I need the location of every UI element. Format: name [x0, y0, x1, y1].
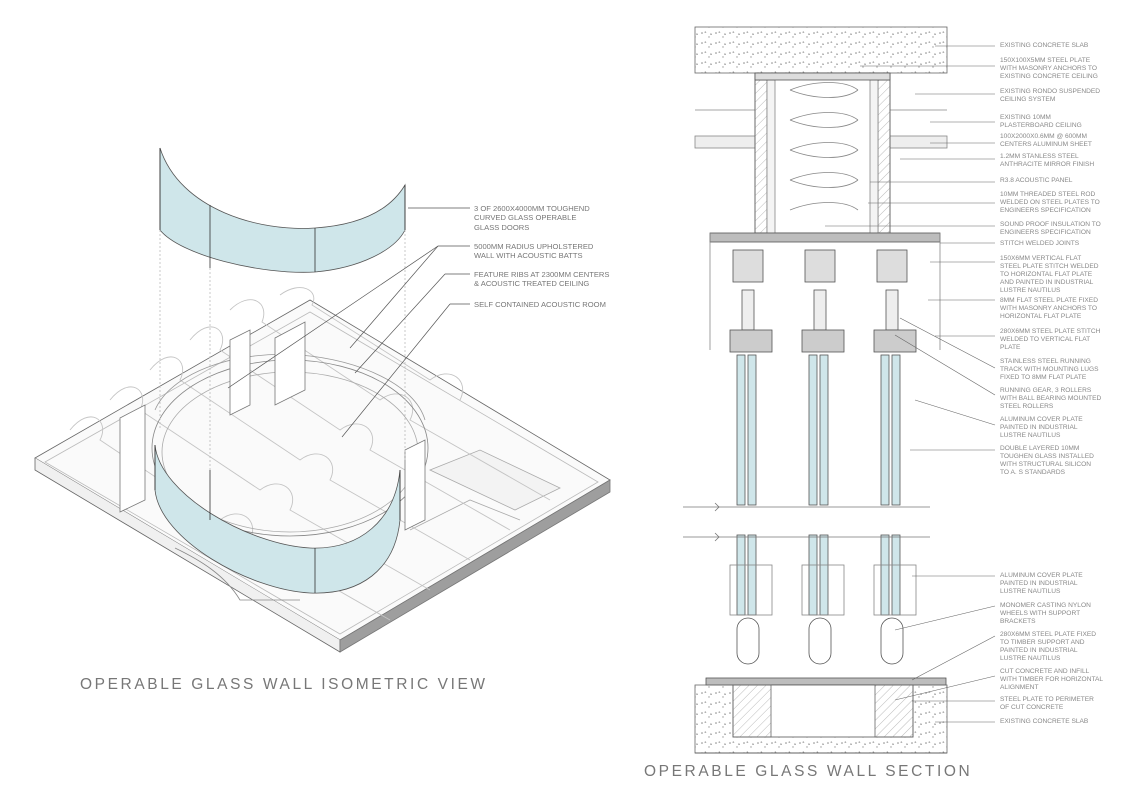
sec-note-stitch-welded: STITCH WELDED JOINTS [1000, 240, 1080, 247]
sec-note-sound-insulation: SOUND PROOF INSULATION TO ENGINEERS SPEC… [1000, 221, 1101, 236]
sec-note-running-gear: RUNNING GEAR, 3 ROLLERS WITH BALL BEARIN… [1000, 387, 1102, 410]
sec-ceiling [694, 109, 948, 149]
iso-note-feature-ribs: FEATURE RIBS AT 2300mm CENTERS & ACOUSTI… [474, 270, 610, 289]
sec-note-double-glass: DOUBLE LAYERED 10mm TOUGHEN GLASS INSTAL… [1000, 445, 1094, 476]
sec-note-vertical-plate: 150x6mm VERTICAL FLAT STEEL PLATE STITCH… [1000, 255, 1099, 294]
iso-upholstered-panels [119, 321, 426, 531]
door-module-1 [729, 249, 773, 665]
sec-note-cover-plate-bottom: ALUMINUM COVER PLATE PAINTED IN INDUSTRI… [1000, 572, 1083, 595]
sec-note-plasterboard: EXISTING 10mm PLASTERBOARD CEILING [1000, 114, 1082, 129]
sec-note-stainless-finish: 1.2mm STANLESS STEEL ANTHRACITE MIRROR F… [1000, 153, 1095, 168]
sec-track-plate [709, 232, 941, 243]
sec-note-timber-plate: 280x6mm STEEL PLATE FIXED TO TIMBER SUPP… [1000, 631, 1097, 662]
iso-guide-lines [159, 230, 406, 470]
sec-housing [754, 72, 891, 234]
sec-bottom-slab [694, 677, 948, 754]
sec-break-lines [683, 502, 930, 542]
section-view-title: OPERABLE GLASS WALL SECTION [644, 763, 973, 780]
sec-note-running-track: STAINLESS STEEL RUNNING TRACK WITH MOUNT… [1000, 358, 1099, 381]
sec-note-perimeter-plate: STEEL PLATE TO PERIMETER OF CUT CONCRETE [1000, 696, 1094, 711]
sec-note-cut-concrete: CUT CONCRETE AND INFILL WITH TIMBER FOR … [1000, 668, 1104, 691]
sec-note-cover-plate-top: ALUMINUM COVER PLATE PAINTED IN INDUSTRI… [1000, 416, 1083, 439]
sec-note-280-plate: 280x6mm STEEL PLATE STITCH WELDED TO VER… [1000, 328, 1101, 351]
iso-note-acoustic-room: SELF CONTAINED ACOUSTIC ROOM [474, 300, 606, 309]
section-view [683, 26, 996, 754]
sec-note-acoustic-panel: R3.8 ACOUSTIC PANEL [1000, 177, 1073, 184]
isometric-view [34, 147, 611, 653]
iso-note-upholstered-wall: 5000mm RADIUS UPHOLSTERED WALL WITH ACOU… [474, 242, 594, 261]
door-module-3 [873, 249, 917, 665]
sec-note-concrete-slab-bottom: EXISTING CONCRETE SLAB [1000, 718, 1089, 725]
iso-glass-doors-exploded [159, 147, 406, 273]
sec-note-aluminum-sheet: 100x2000x0.6mm @ 600mm CENTERS ALUMINUM … [1000, 133, 1092, 148]
sec-note-steel-plate-anchors: 150x100x5mm STEEL PLATE WITH MASONRY ANC… [1000, 57, 1098, 80]
iso-glass-doors-installed [154, 444, 401, 594]
isometric-view-title: OPERABLE GLASS WALL ISOMETRIC VIEW [80, 676, 488, 693]
iso-feature-ribs [69, 287, 551, 621]
sec-leaders [825, 45, 996, 723]
sec-note-threaded-rod: 10mm THREADED STEEL ROD WELDED ON STEEL … [1000, 191, 1100, 214]
sec-note-nylon-wheels: MONOMER CASTING NYLON WHEELS WITH SUPPOR… [1000, 602, 1091, 625]
sec-note-concrete-slab-top: EXISTING CONCRETE SLAB [1000, 42, 1089, 49]
sec-door-modules [729, 249, 917, 665]
iso-leaders [227, 207, 470, 438]
door-module-2 [801, 249, 845, 665]
sec-note-rondo-ceiling: EXISTING RONDO SUSPENDED CEILING SYSTEM [1000, 88, 1101, 103]
iso-floor-slab [34, 299, 611, 653]
sec-note-flat-steel-plate: 8mm FLAT STEEL PLATE FIXED WITH MASONRY … [1000, 297, 1098, 320]
iso-note-glass-doors: 3 OF 2600X4000mm TOUGHEND CURVED GLASS O… [474, 204, 590, 232]
sec-top-slab [694, 26, 948, 74]
